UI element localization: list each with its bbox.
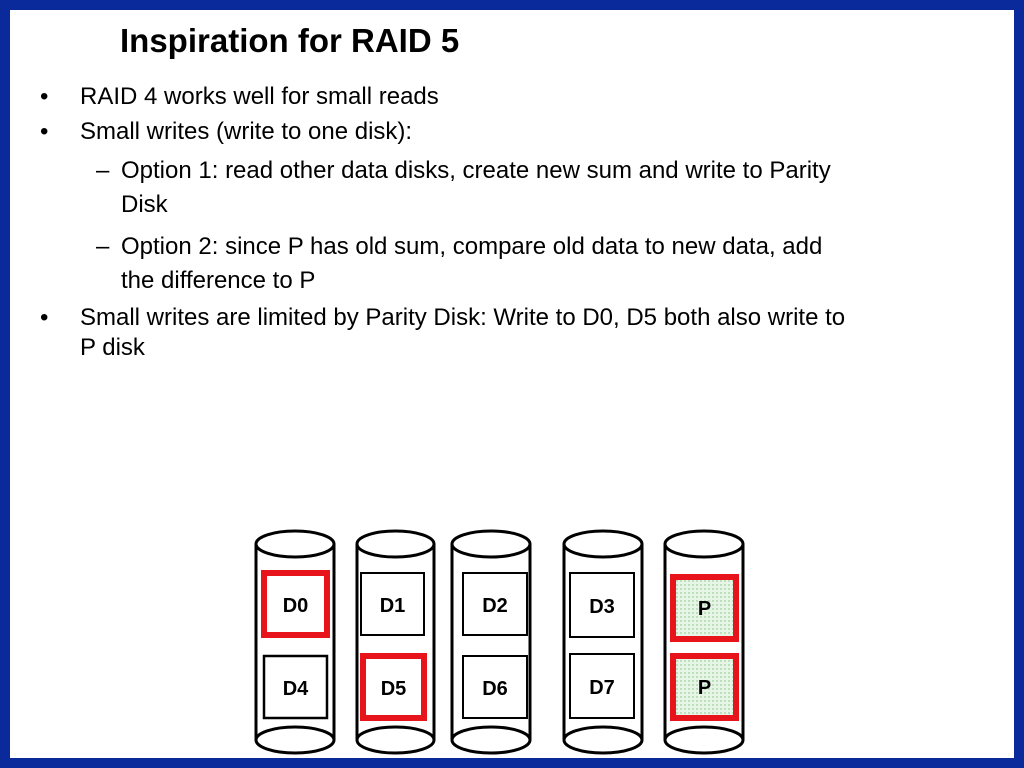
disk-3: D3 D7: [562, 529, 644, 755]
block-label: D6: [482, 678, 508, 700]
disk-bottom-ellipse: [663, 725, 745, 755]
sub-bullet-mark: –: [96, 157, 110, 184]
disk-2: D2 D6: [450, 529, 532, 755]
bullet-mark: •: [40, 118, 49, 145]
disk-top-ellipse: [254, 529, 336, 559]
block-d5: [360, 653, 427, 721]
sub-bullet-line-2: Disk: [121, 191, 168, 218]
disk-parity: P P: [663, 529, 745, 755]
block-d1: [360, 572, 425, 636]
block-label: D2: [482, 595, 508, 617]
bullet-text: RAID 4 works well for small reads: [80, 83, 439, 110]
sub-bullet-line-1: Option 1: read other data disks, create …: [121, 157, 831, 184]
block-label: P: [698, 677, 711, 699]
bullet-mark: •: [40, 304, 49, 331]
block-label: D1: [380, 595, 406, 617]
block-d2: [462, 572, 528, 636]
block-label: D3: [589, 596, 615, 618]
block-d6: [462, 655, 528, 719]
disk-0: D0 D4: [254, 529, 336, 755]
slide-title: Inspiration for RAID 5: [120, 22, 460, 59]
block-d0: [261, 570, 330, 638]
sub-bullet-line-2: the difference to P: [121, 267, 316, 294]
disk-bottom-ellipse: [562, 725, 644, 755]
block-d7: [569, 653, 635, 719]
block-parity-2: [670, 653, 739, 721]
disk-top-ellipse: [663, 529, 745, 559]
disk-bottom-ellipse: [355, 725, 436, 755]
bullet-text: Small writes (write to one disk):: [80, 118, 413, 145]
block-label: D7: [589, 677, 615, 699]
block-label: D4: [283, 678, 309, 700]
disk-top-ellipse: [450, 529, 532, 559]
block-d3: [569, 572, 635, 638]
bullet-text-line-1: Small writes are limited by Parity Disk:…: [80, 304, 846, 331]
bullet-mark: •: [40, 83, 49, 110]
block-d4: [262, 654, 329, 720]
disk-top-ellipse: [355, 529, 436, 559]
disk-1: D1 D5: [355, 529, 436, 755]
disk-bottom-ellipse: [254, 725, 336, 755]
sub-bullet-mark: –: [96, 233, 110, 260]
sub-bullet-line-1: Option 2: since P has old sum, compare o…: [121, 233, 823, 260]
block-label: D5: [381, 678, 407, 700]
bullet-text-line-2: P disk: [80, 334, 145, 361]
block-label: P: [698, 598, 711, 620]
disk-bottom-ellipse: [450, 725, 532, 755]
block-label: D0: [283, 595, 309, 617]
block-parity-1: [670, 574, 739, 642]
disk-top-ellipse: [562, 529, 644, 559]
